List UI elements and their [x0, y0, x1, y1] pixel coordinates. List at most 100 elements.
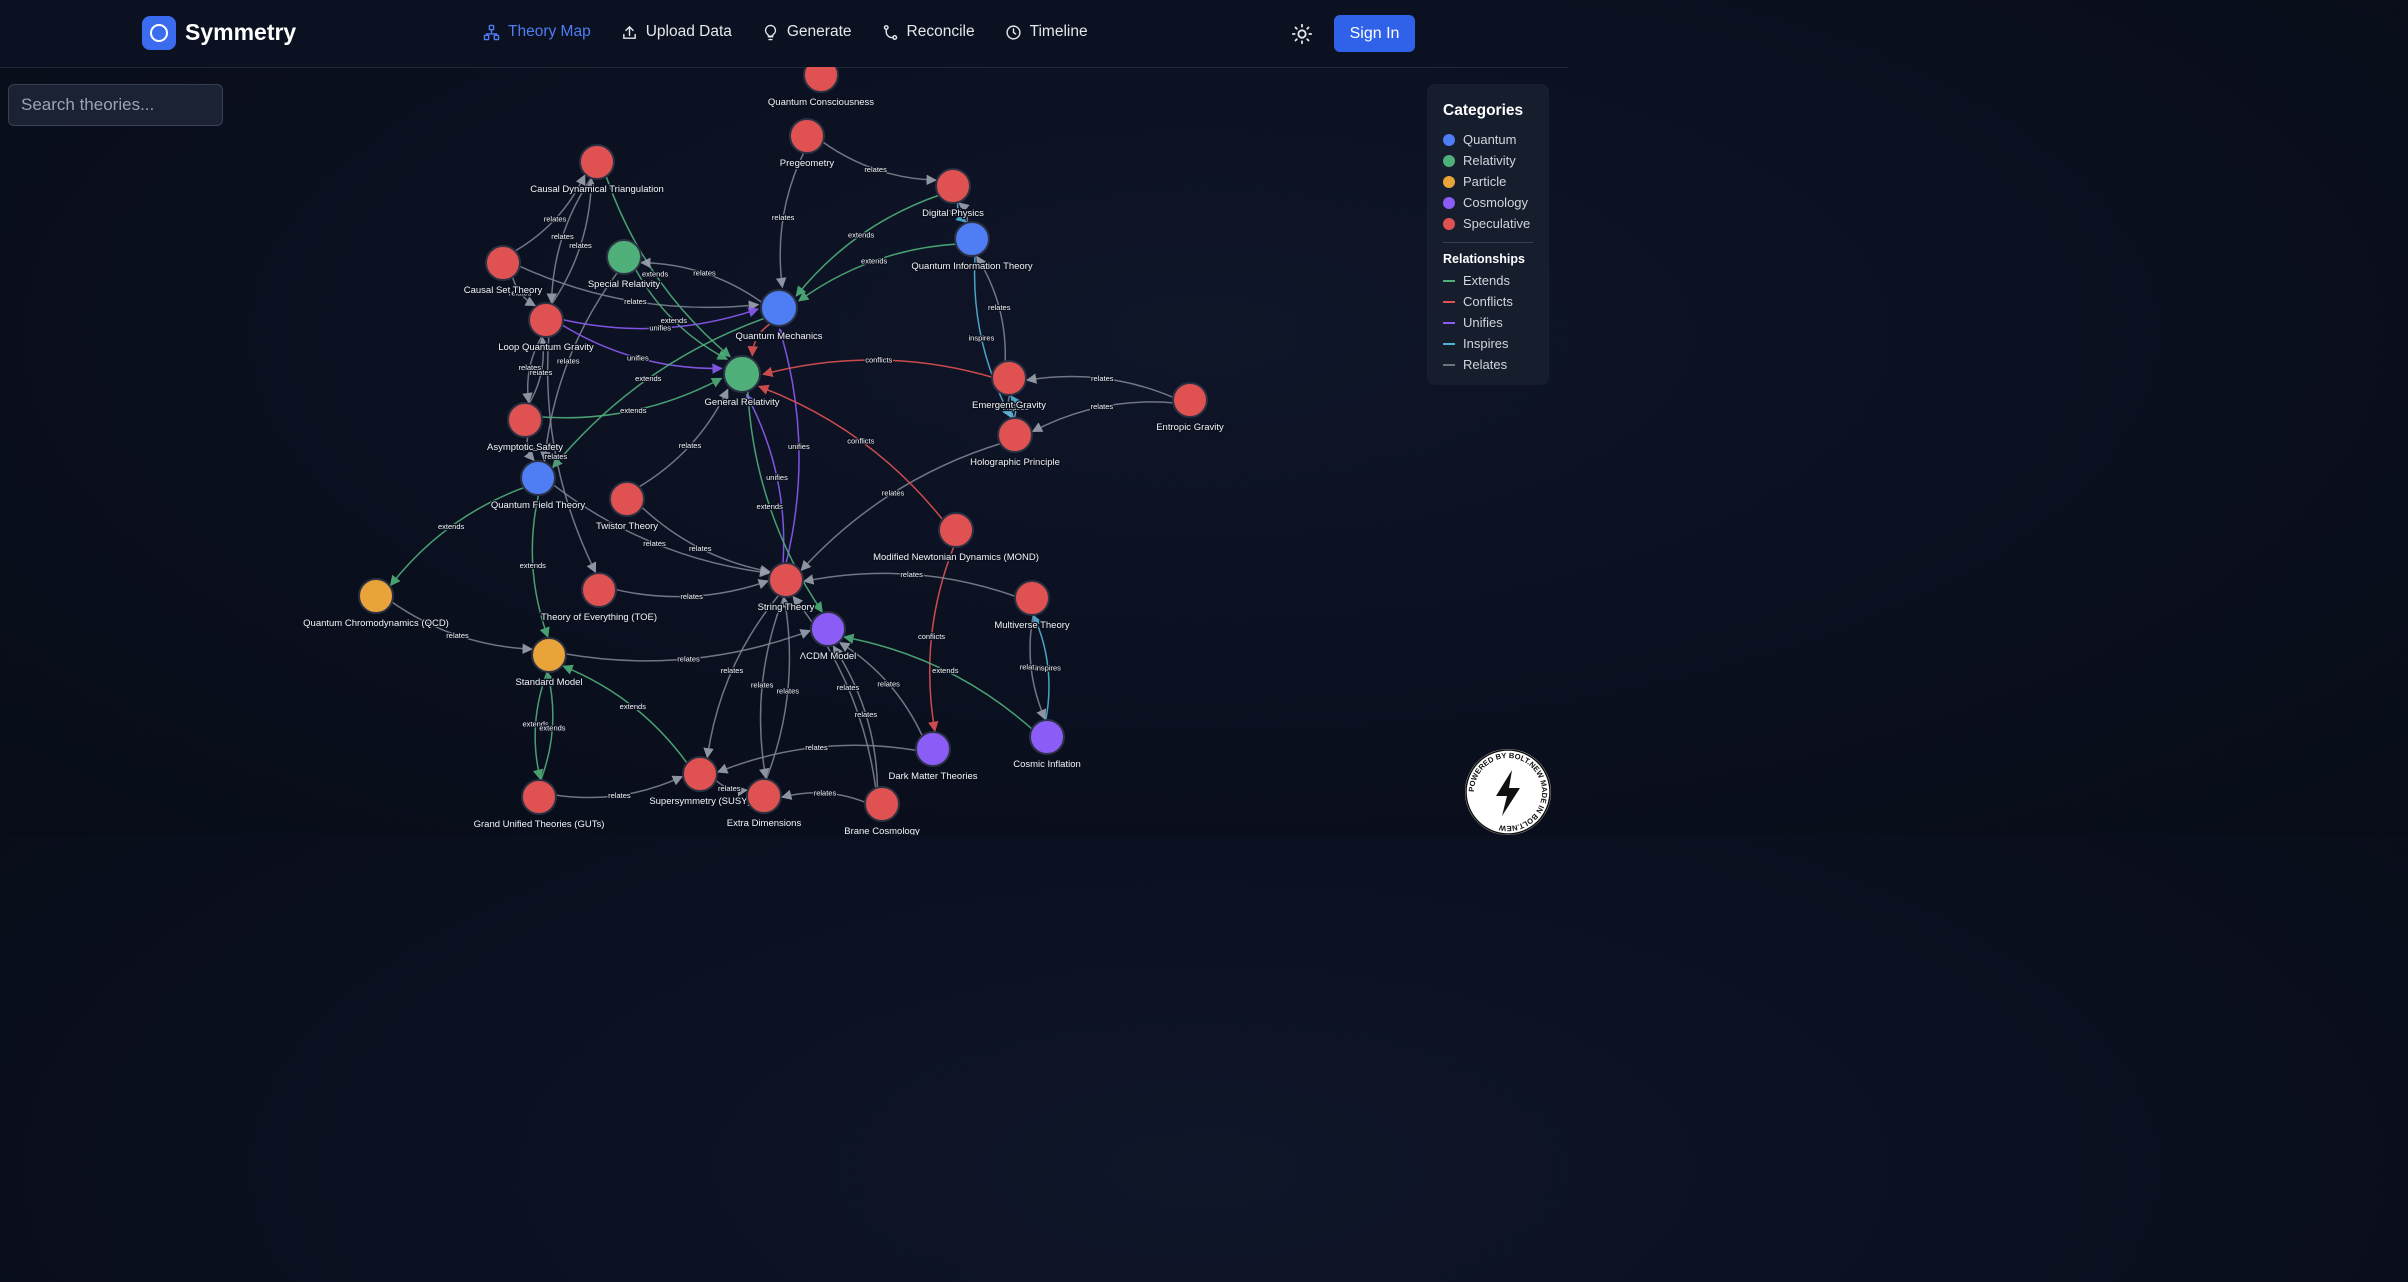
theory-node-lqg[interactable]: Loop Quantum Gravity: [497, 302, 595, 354]
node-circle[interactable]: [579, 144, 615, 180]
node-circle[interactable]: [358, 578, 394, 614]
edge-qit-hp: [973, 253, 1012, 419]
legend-category-particle: Particle: [1443, 171, 1549, 192]
node-circle[interactable]: [682, 756, 718, 792]
node-circle[interactable]: [997, 417, 1033, 453]
edge-pg-dp: [820, 140, 938, 186]
theory-node-qc[interactable]: Quantum Consciousness: [767, 67, 876, 109]
theory-node-dm[interactable]: Dark Matter Theories: [887, 731, 979, 783]
theory-node-et[interactable]: Entropic Gravity: [1155, 382, 1225, 434]
node-circle[interactable]: [991, 360, 1027, 396]
node-circle[interactable]: [485, 245, 521, 281]
node-circle[interactable]: [723, 355, 761, 393]
legend-line: [1443, 321, 1455, 324]
theory-node-guts[interactable]: Grand Unified Theories (GUTs): [472, 779, 606, 831]
node-label: ΛCDM Model: [800, 651, 857, 662]
nav-theory-map[interactable]: Theory Map: [483, 23, 591, 41]
node-circle[interactable]: [507, 402, 543, 438]
node-circle[interactable]: [789, 118, 825, 154]
theory-node-qcd[interactable]: Quantum Chromodynamics (QCD): [302, 578, 450, 630]
node-circle[interactable]: [746, 778, 782, 814]
theory-node-st[interactable]: String Theory: [756, 562, 816, 614]
theory-node-cst[interactable]: Causal Set Theory: [462, 245, 544, 297]
node-circle[interactable]: [864, 786, 900, 822]
theory-node-sm[interactable]: Standard Model: [514, 637, 584, 689]
edge-label: inspires: [968, 334, 994, 343]
theory-node-ci[interactable]: Cosmic Inflation: [1012, 719, 1082, 771]
theory-node-susy[interactable]: Supersymmetry (SUSY): [648, 756, 752, 808]
node-circle[interactable]: [768, 562, 804, 598]
legend-dot: [1443, 217, 1455, 230]
theory-node-toe[interactable]: Theory of Everything (TOE): [540, 572, 658, 624]
node-circle[interactable]: [935, 168, 971, 204]
app-title[interactable]: Symmetry: [185, 19, 297, 45]
legend-dot: [1443, 175, 1455, 188]
theory-node-gr[interactable]: General Relativity: [703, 355, 781, 409]
edge-label: relates: [877, 679, 900, 688]
node-circle[interactable]: [1029, 719, 1065, 755]
theory-node-hp[interactable]: Holographic Principle: [969, 417, 1061, 469]
theory-node-sr[interactable]: Special Relativity: [587, 239, 662, 291]
edge-ci-mv: [1032, 614, 1050, 723]
edge-lqg-cdt: [549, 178, 597, 307]
edge-label: relates: [997, 401, 1020, 410]
theory-node-mv[interactable]: Multiverse Theory: [993, 580, 1071, 632]
node-circle[interactable]: [938, 512, 974, 548]
sun-icon[interactable]: [1291, 23, 1313, 45]
theory-node-pg[interactable]: Pregeometry: [779, 118, 836, 170]
edge-as-gr: [539, 377, 723, 419]
edge-bc-ed: [780, 789, 868, 804]
edge-label: relates: [777, 686, 800, 695]
theory-graph[interactable]: relates relates extends extends inspires rela…: [0, 67, 1568, 835]
node-circle[interactable]: [531, 637, 567, 673]
theory-node-ed[interactable]: Extra Dimensions: [726, 778, 803, 830]
edge-label: inspires: [1035, 664, 1061, 673]
sign-in-button[interactable]: Sign In: [1334, 15, 1415, 52]
nav-upload-data[interactable]: Upload Data: [621, 23, 732, 41]
edge-qm-gr: [747, 323, 771, 357]
theory-node-bc[interactable]: Brane Cosmology: [843, 786, 921, 835]
node-circle[interactable]: [581, 572, 617, 608]
edge-label: relates: [805, 743, 828, 752]
edge-label: relates: [772, 213, 795, 222]
legend-dot: [1443, 133, 1455, 146]
node-circle[interactable]: [520, 460, 556, 496]
edge-lqg-qm: [560, 307, 760, 330]
node-circle[interactable]: [606, 239, 642, 275]
app-logo-icon[interactable]: [142, 16, 176, 50]
node-circle[interactable]: [810, 611, 846, 647]
theory-node-lcdm[interactable]: ΛCDM Model: [799, 611, 858, 663]
node-label: Standard Model: [515, 677, 582, 688]
nav-timeline[interactable]: Timeline: [1005, 23, 1088, 41]
edge-label: relates: [608, 791, 631, 800]
theory-node-mond[interactable]: Modified Newtonian Dynamics (MOND): [872, 512, 1040, 564]
search-input[interactable]: [8, 84, 223, 126]
node-circle[interactable]: [609, 481, 645, 517]
theory-node-qit[interactable]: Quantum Information Theory: [910, 221, 1034, 273]
theory-node-qft[interactable]: Quantum Field Theory: [490, 460, 587, 512]
theory-node-eg[interactable]: Emergent Gravity: [971, 360, 1047, 412]
node-label: Entropic Gravity: [1156, 422, 1224, 433]
theory-node-dp[interactable]: Digital Physics: [921, 168, 985, 220]
node-circle[interactable]: [521, 779, 557, 815]
theory-node-cdt[interactable]: Causal Dynamical Triangulation: [529, 144, 665, 196]
node-circle[interactable]: [803, 67, 839, 93]
edge-label: relates: [530, 368, 553, 377]
theory-node-tw[interactable]: Twistor Theory: [595, 481, 660, 533]
legend-line: [1443, 279, 1455, 282]
node-circle[interactable]: [760, 289, 798, 327]
nav-generate[interactable]: Generate: [762, 23, 852, 41]
node-circle[interactable]: [954, 221, 990, 257]
edge-label: extends: [635, 374, 662, 383]
legend-label: Extends: [1463, 273, 1510, 288]
nav-reconcile[interactable]: Reconcile: [882, 23, 975, 41]
edge-label: extends: [757, 502, 784, 511]
node-circle[interactable]: [528, 302, 564, 338]
theory-node-qm[interactable]: Quantum Mechanics: [734, 289, 824, 343]
theory-node-as[interactable]: Asymptotic Safety: [486, 402, 565, 454]
node-circle[interactable]: [915, 731, 951, 767]
node-circle[interactable]: [1014, 580, 1050, 616]
bolt-badge[interactable]: POWERED BY BOLT.NEW MADE IN BOLT.NEW: [1464, 748, 1552, 836]
node-circle[interactable]: [1172, 382, 1208, 418]
edge-cst-qm: [517, 264, 760, 311]
